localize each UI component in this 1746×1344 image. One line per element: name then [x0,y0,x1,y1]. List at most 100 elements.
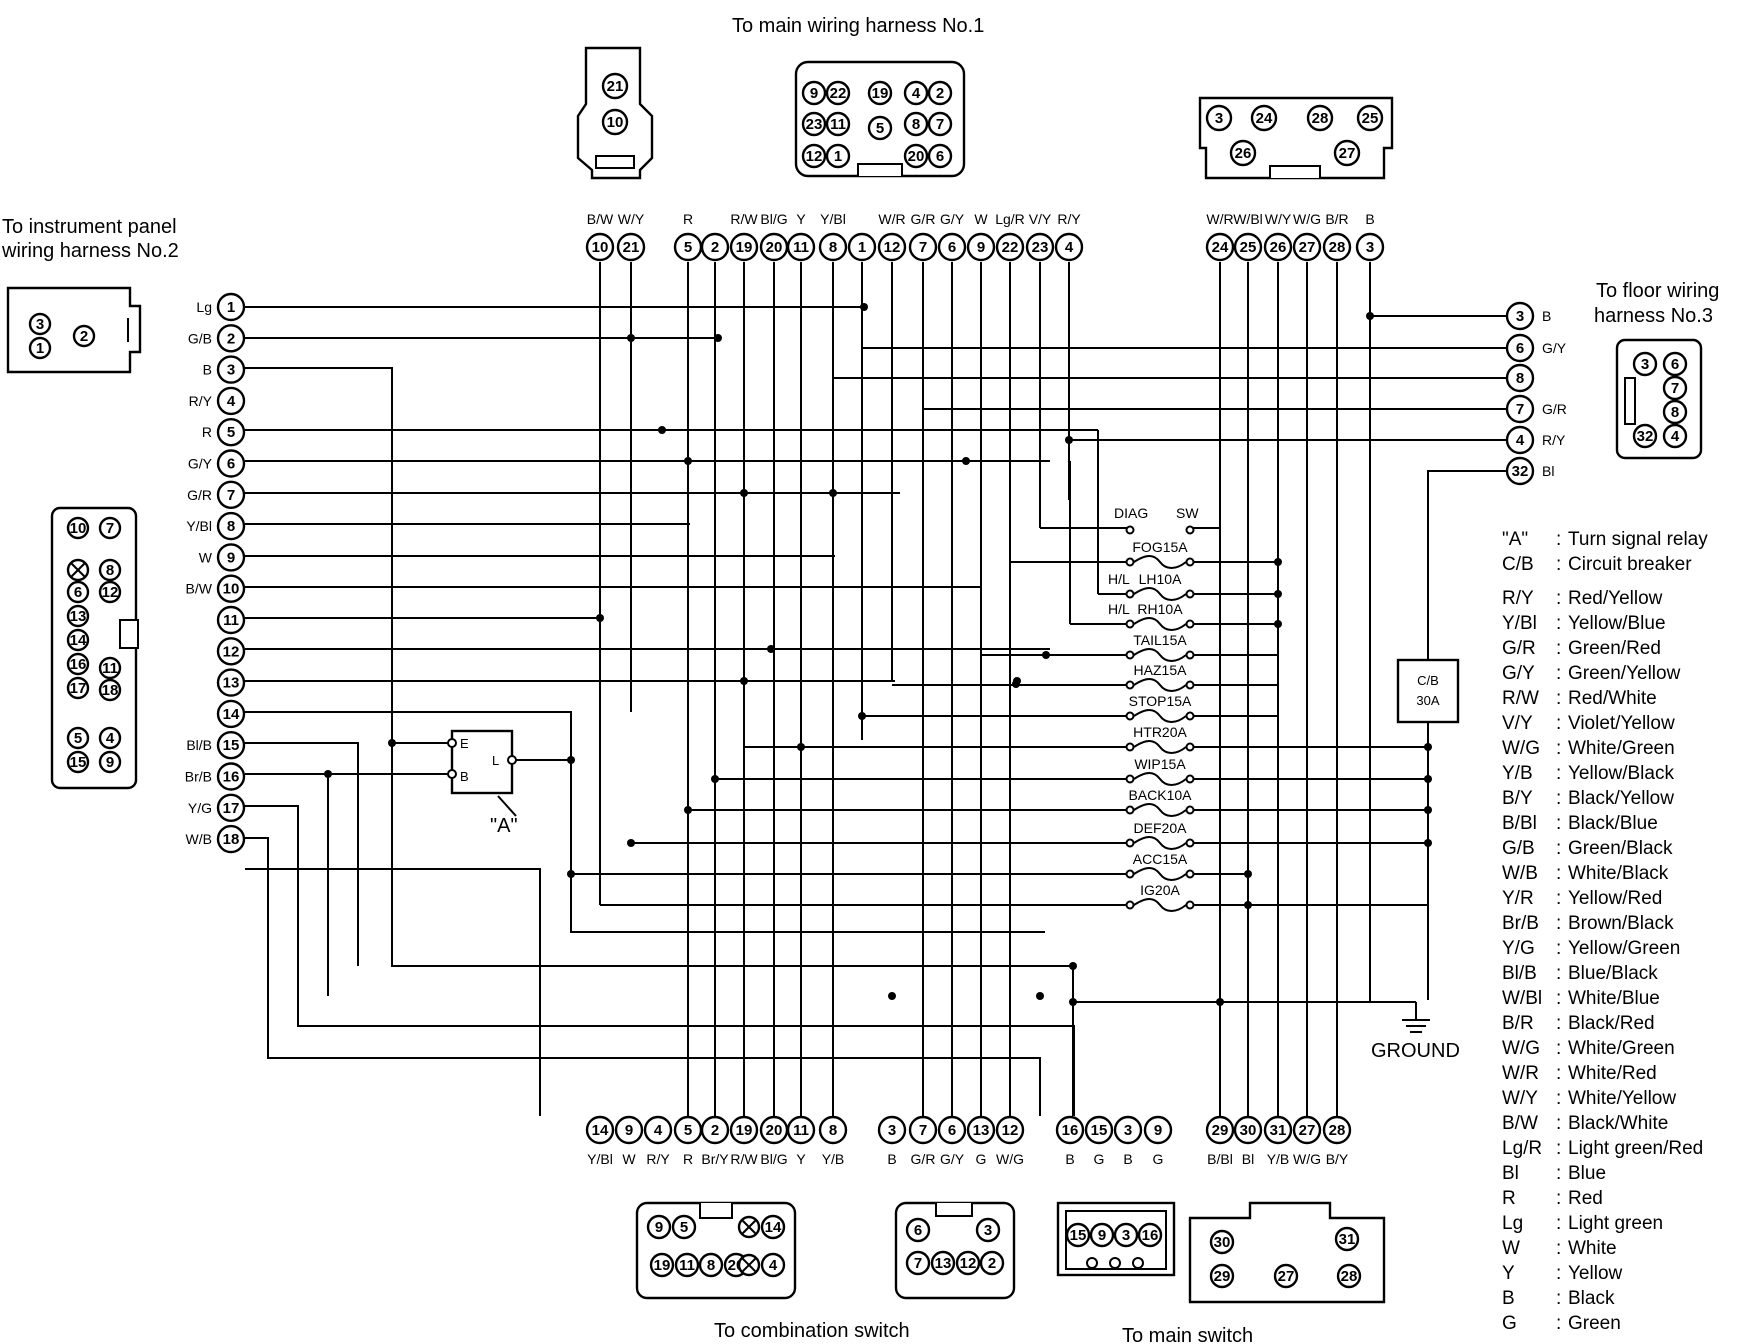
fuse-terminal [1125,619,1135,629]
pin-ring [216,386,246,416]
face-pin-11: 11 [825,111,851,137]
pin-number: 8 [227,518,235,535]
face-pin-6: 6 [1662,351,1688,377]
combination-switch-caption: To combination switch [714,1320,910,1342]
wire-junction [962,457,970,465]
pin-ring [1233,232,1263,262]
pin-number: 28 [1312,110,1329,127]
pin-ring [66,726,90,750]
legend-entry: C/B:Circuit breaker [1502,554,1692,575]
legend-description: Green/Black [1568,838,1673,859]
main-switch-caption: To main switch [1122,1325,1253,1344]
legend-code: B [1502,1288,1515,1309]
pin-ring [1356,104,1384,132]
pin-ring [905,1217,931,1243]
pin-ring [955,1250,981,1276]
legend-separator: : [1556,1313,1561,1334]
pin-number: 12 [1002,1122,1019,1139]
turn-signal-relay: E B L "A" [447,729,518,837]
right-pin-32: 32 [1505,456,1535,486]
relay-pin-e: E [460,736,469,751]
pin-ring [825,80,851,106]
fuse-terminal [1125,680,1135,690]
face-pin-5: 5 [671,1214,697,1240]
fuse-terminal [1125,805,1135,815]
pin-number: 9 [625,1122,633,1139]
pin-ring [649,1252,675,1278]
fuse-terminal [1125,589,1135,599]
fuse-lh10a: LH10A [1125,571,1195,601]
pin-ring [216,793,246,822]
pin-number: 8 [912,116,920,133]
pin-ring [216,418,246,447]
pin-number: 31 [1339,1231,1356,1248]
pin-number: 6 [1671,356,1679,373]
pin-number: 4 [1516,432,1525,449]
pin-ring [698,1252,724,1278]
legend-entry: R:Red [1502,1188,1603,1209]
pin-number: 30 [1240,1122,1257,1139]
pin-number: 1 [36,340,44,357]
right-pin-label: R/Y [1542,432,1566,448]
legend-code: Bl [1502,1163,1519,1184]
fuse-element [1133,617,1187,631]
legend-entry: G/Y:Green/Yellow [1502,663,1681,684]
legend-code: Y/Bl [1502,613,1537,634]
top-pin-22: 22 [995,232,1025,262]
legend-code: G/R [1502,638,1536,659]
bottom-pin-label: W/G [996,1151,1024,1167]
legend-code: W/Bl [1502,988,1542,1009]
bottom-pin-14: 14 [585,1115,615,1145]
top-pin-3: 3 [1355,232,1385,262]
fuse-label: FOG15A [1132,539,1188,555]
face-pin-12: 12 [955,1250,981,1276]
pin-ring [1334,1226,1360,1252]
pin-ring [66,676,90,700]
pin-number: 7 [227,487,235,504]
pin-number: 7 [1671,380,1679,397]
face-pin-26: 26 [1229,139,1257,167]
face-pin-22: 22 [825,80,851,106]
hl-label-1: H/L [1108,571,1130,587]
wire-junction [767,645,775,653]
bottom-pin-16: 16 [1055,1115,1085,1145]
legend-entry: R/W:Red/White [1502,688,1657,709]
pin-ring [216,605,246,635]
pin-number: 8 [707,1257,715,1274]
face-pin-11: 11 [674,1252,700,1278]
legend-entry: W/Bl:White/Blue [1502,988,1660,1009]
pin-ring [867,115,893,141]
fuse-fog15a: FOG15A [1125,539,1195,569]
pin-ring [1355,232,1385,262]
pin-number: 5 [876,120,884,137]
pin-ring [1662,423,1688,449]
pin-number: 4 [1671,428,1680,445]
pin-ring [643,1115,673,1145]
pin-ring [1662,351,1688,377]
left-pin-label: Bl/B [186,737,212,753]
pin-number: 16 [1062,1122,1079,1139]
legend-description: Yellow/Black [1568,763,1674,784]
pin-number: 4 [769,1257,778,1274]
legend-description: Yellow [1568,1263,1623,1284]
instrument-harness-caption: To instrument panel [2,216,177,238]
pin-number: 32 [1637,428,1654,445]
pin-ring [601,108,629,136]
wire-junction [684,806,692,814]
legend-separator: : [1556,1038,1561,1059]
pin-number: 3 [227,362,235,379]
fuse-haz15a: HAZ15A [1125,662,1195,692]
pin-ring [216,511,246,541]
top-pin-19: 19 [729,232,759,262]
wire-junction [1216,998,1224,1006]
pin-ring [1229,139,1257,167]
face-pin-9: 9 [1089,1222,1115,1248]
pin-ring [847,232,877,262]
bottom-pin-label: B [1065,1151,1074,1167]
legend-entry: Lg/R:Light green/Red [1502,1138,1703,1159]
bottom-pin-label: G [976,1151,987,1167]
bottom-pin-28: 28 [1322,1115,1352,1145]
pin-number: 2 [988,1255,996,1272]
